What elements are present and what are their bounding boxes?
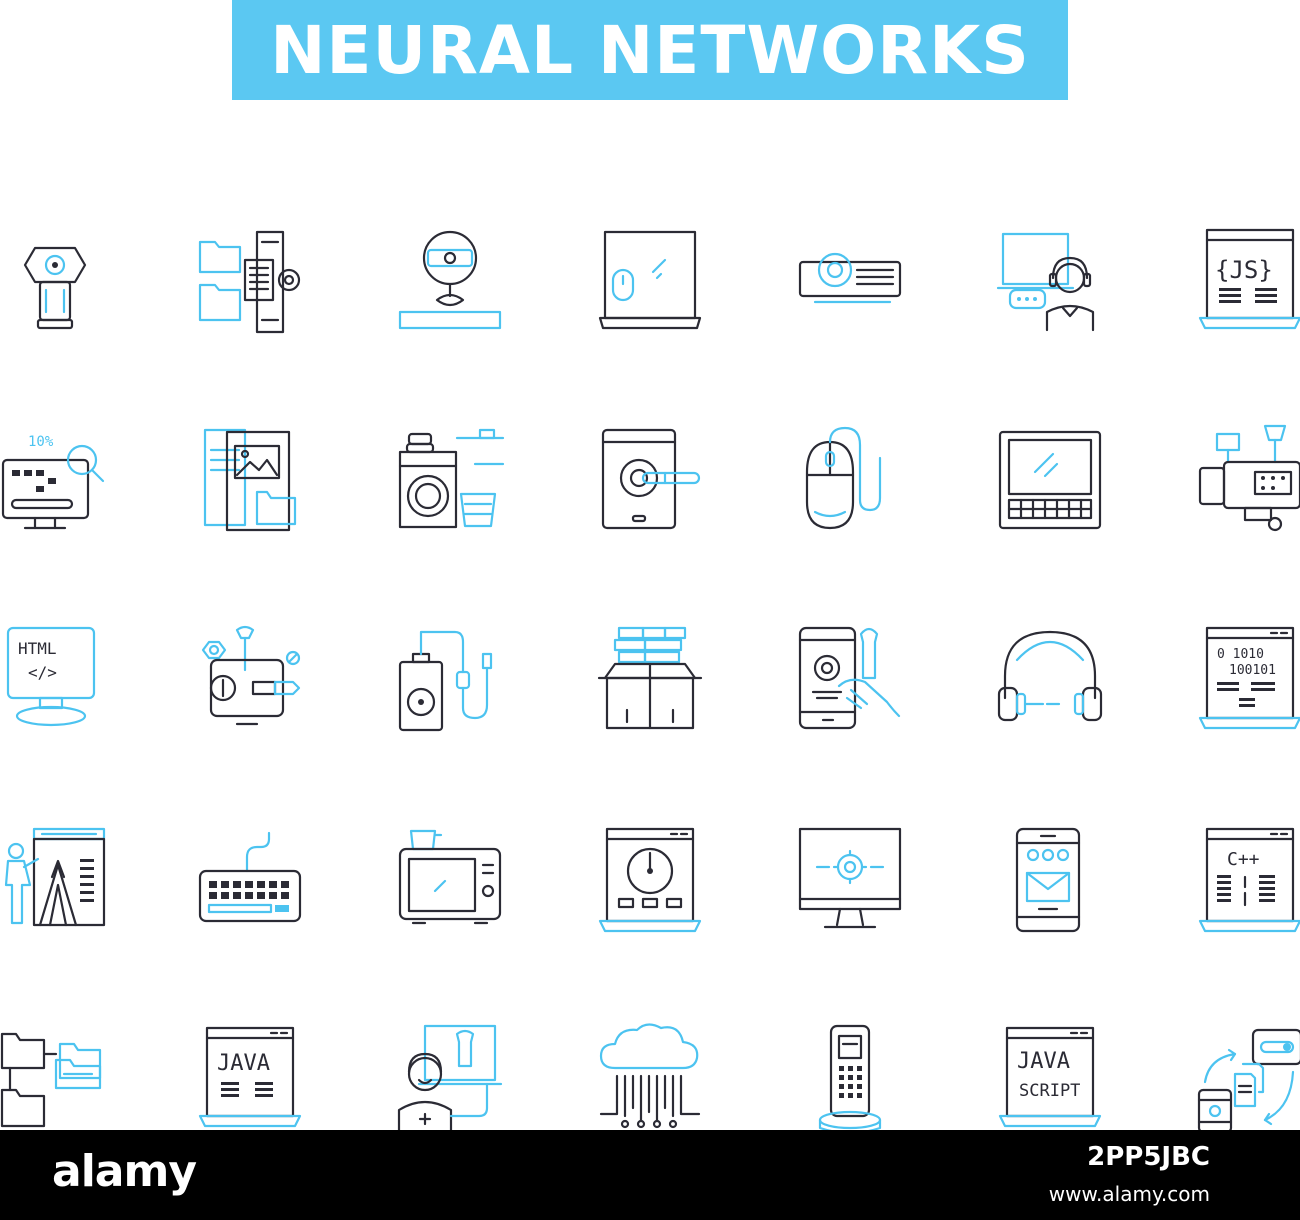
hard-drive-cable-icon	[395, 620, 505, 735]
keyboard-icon	[195, 825, 305, 940]
js-code-label: {JS}	[1215, 256, 1273, 284]
folder-structure-icon	[195, 220, 305, 335]
presentation-growth-icon	[0, 825, 110, 940]
projector-icon	[795, 220, 905, 335]
html-monitor-icon: HTML </>	[0, 620, 110, 735]
cpp-label: C++	[1227, 849, 1260, 870]
webcam-icon	[395, 220, 505, 335]
keyboard-tablet-icon	[995, 420, 1105, 535]
speedometer-laptop-icon	[595, 825, 705, 940]
html-tag-label: </>	[28, 663, 57, 682]
monitor-gear-icon	[795, 825, 905, 940]
image-id: 2PP5JBC	[1087, 1142, 1210, 1172]
video-camera-icon	[1195, 420, 1300, 535]
java-label: JAVA	[217, 1051, 270, 1076]
hardware-repair-icon	[195, 620, 305, 735]
mobile-email-icon	[995, 825, 1105, 940]
folder-network-icon	[0, 1020, 110, 1135]
percent-label: 10%	[28, 434, 54, 450]
javascript-label-2: SCRIPT	[1019, 1081, 1080, 1101]
page-title: NEURAL NETWORKS	[270, 11, 1030, 89]
binary-line-1: 0 1010	[1217, 647, 1264, 662]
javascript-laptop-icon: {JS}	[1195, 220, 1300, 335]
binary-line-2: 100101	[1229, 663, 1276, 678]
javascript-screen-icon: JAVA SCRIPT	[995, 1020, 1105, 1135]
usb-drive-icon	[0, 220, 110, 335]
title-banner: NEURAL NETWORKS	[232, 0, 1068, 100]
package-box-icon	[595, 620, 705, 735]
html-label: HTML	[18, 639, 57, 658]
technician-icon	[395, 1020, 505, 1135]
support-operator-icon	[995, 220, 1105, 335]
tablet-key-icon	[595, 420, 705, 535]
cpp-code-icon: C++	[1195, 825, 1300, 940]
laptop-mouse-icon	[595, 220, 705, 335]
javascript-label-1: JAVA	[1017, 1049, 1070, 1074]
cordless-phone-icon	[795, 1020, 905, 1135]
binary-code-icon: 0 1010 100101	[1195, 620, 1300, 735]
cloud-network-icon	[595, 1020, 705, 1135]
microwave-icon	[395, 825, 505, 940]
java-laptop-icon: JAVA	[195, 1020, 305, 1135]
mobile-settings-icon	[795, 620, 905, 735]
icon-grid: {JS} 10%	[0, 220, 1300, 1135]
headphones-icon	[995, 620, 1105, 735]
image-files-icon	[195, 420, 305, 535]
data-transfer-icon	[1195, 1020, 1300, 1135]
footer-bar: alamy 2PP5JBC www.alamy.com	[0, 1130, 1300, 1220]
site-url: www.alamy.com	[1048, 1182, 1210, 1206]
computer-mouse-icon	[795, 420, 905, 535]
analytics-monitor-icon: 10%	[0, 420, 110, 535]
washing-machine-icon	[395, 420, 505, 535]
brand-logo: alamy	[52, 1146, 197, 1197]
